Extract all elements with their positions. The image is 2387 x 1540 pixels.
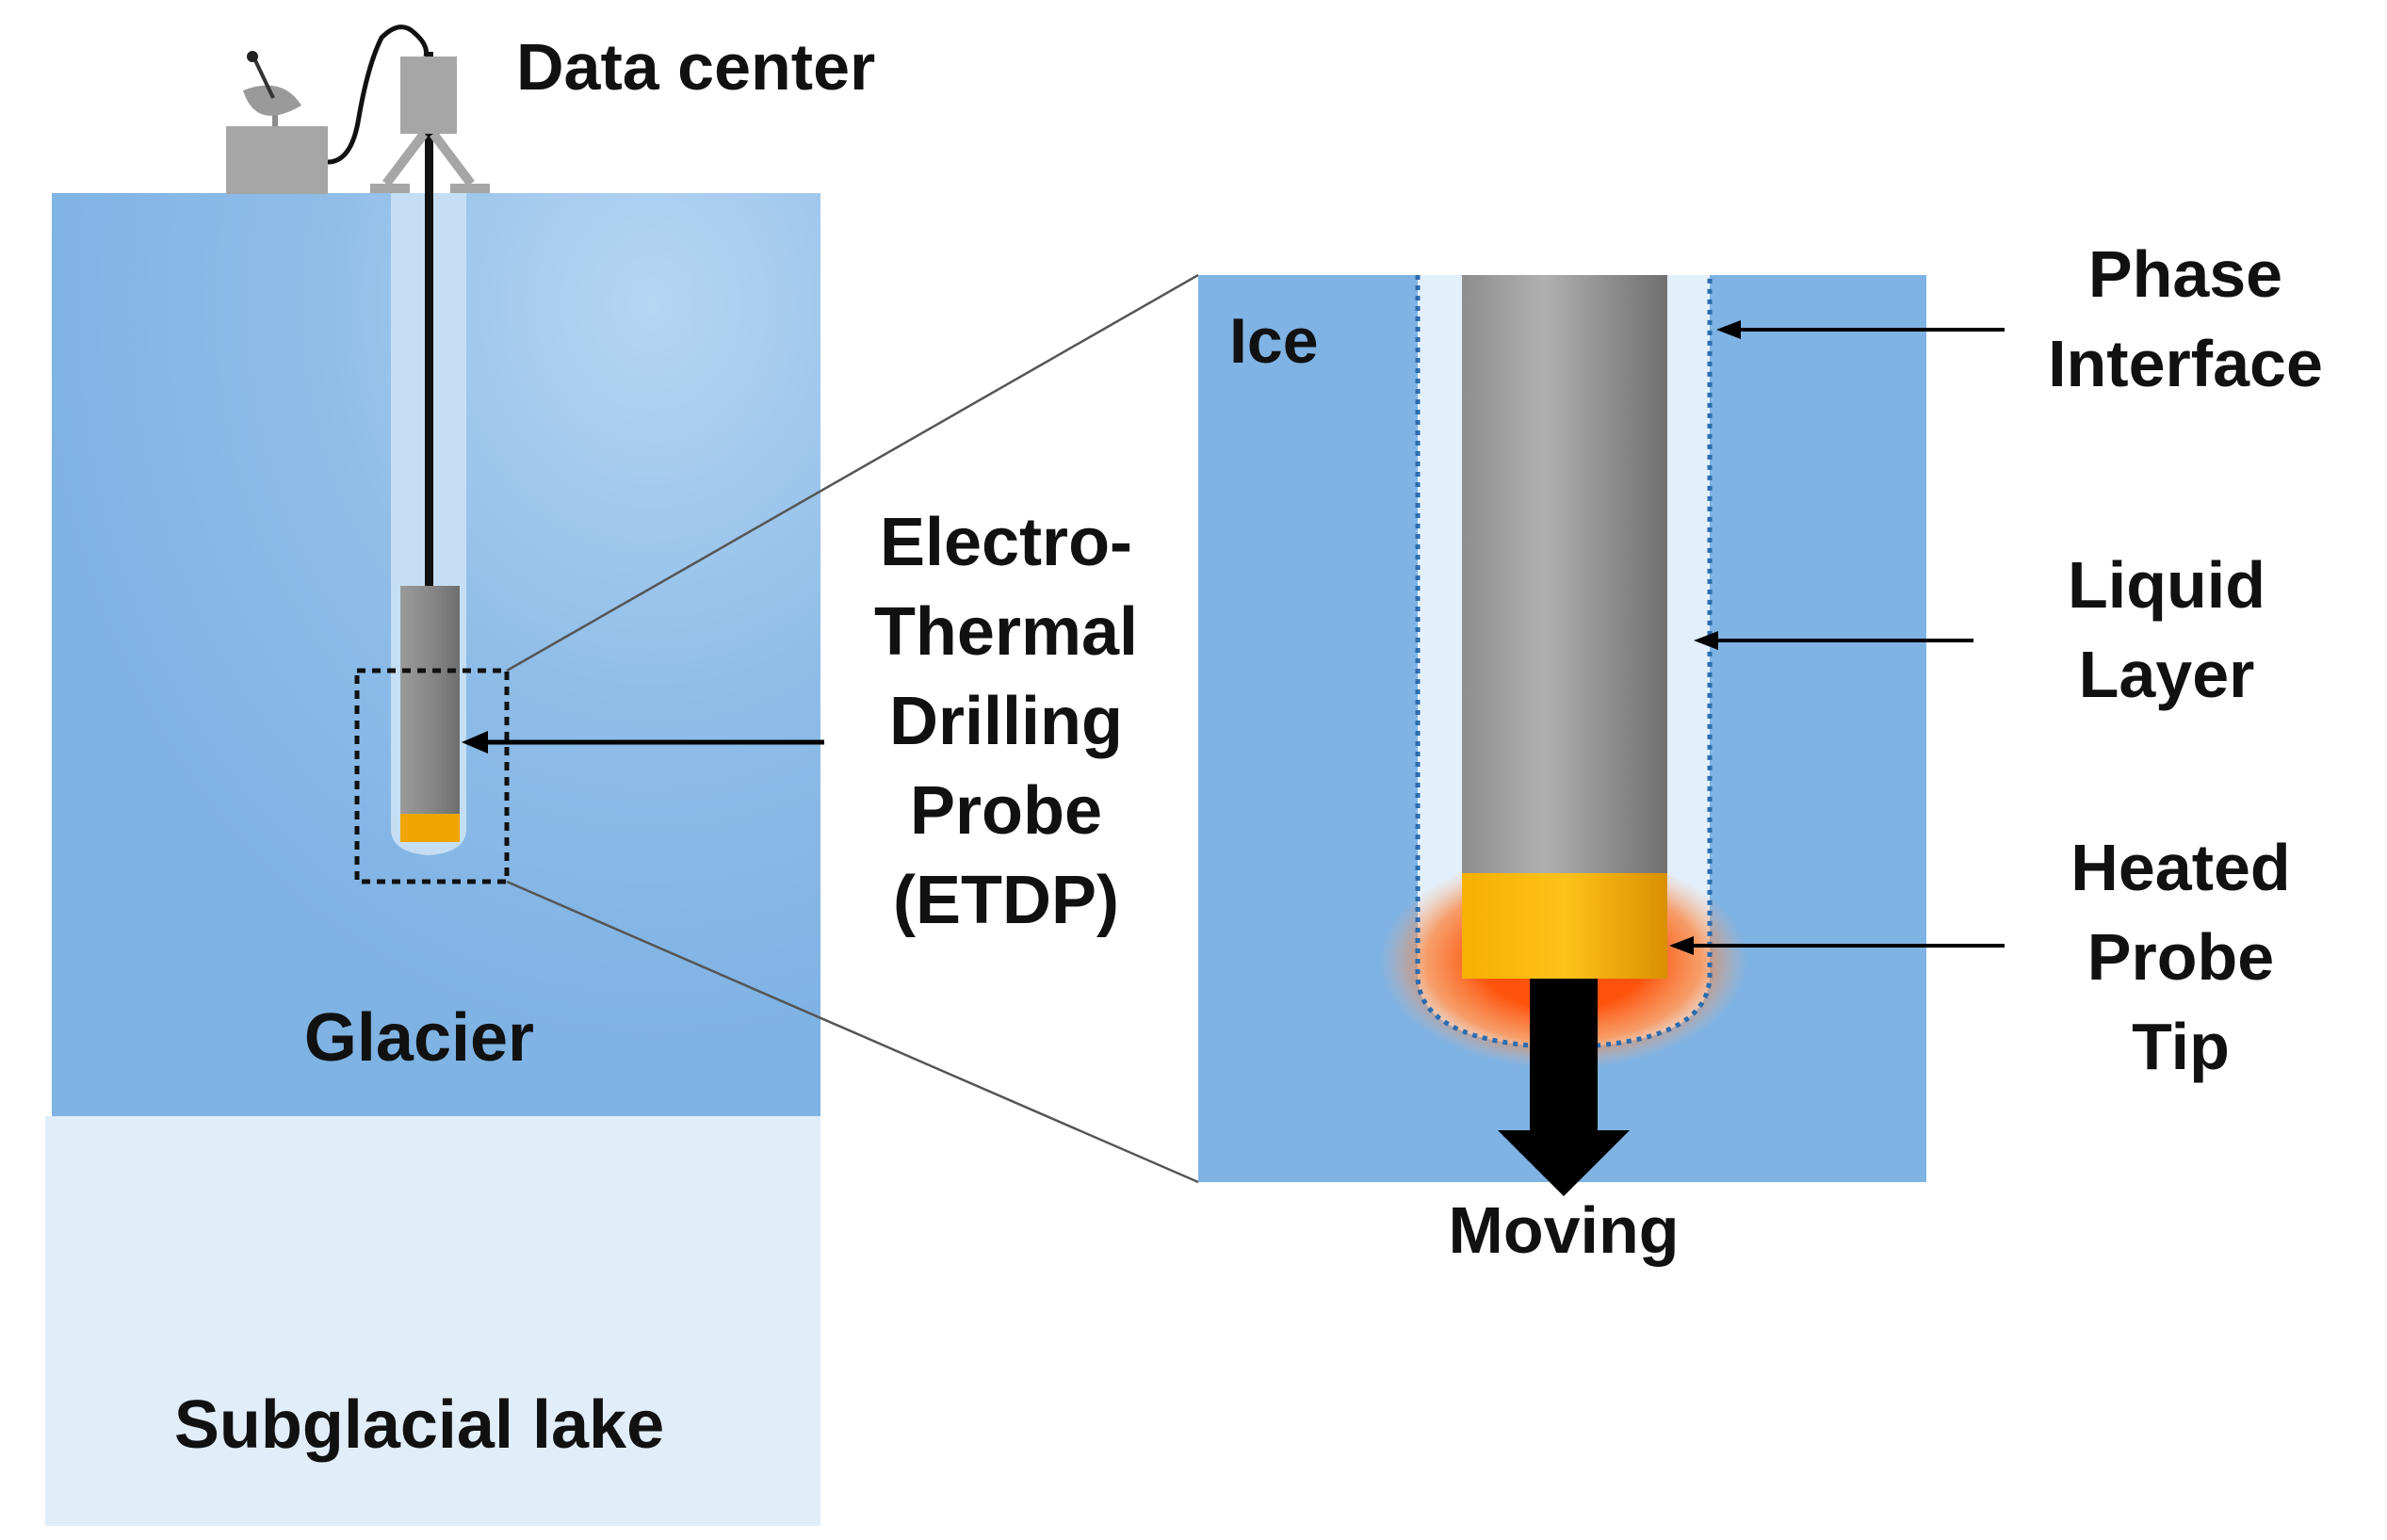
heated-tip-line-2: Probe (2087, 920, 2274, 994)
label-moving: Moving (1449, 1193, 1680, 1267)
subglacial-lake (45, 1116, 820, 1526)
data-cable (327, 24, 429, 165)
label-phase-interface: Phase Interface (2048, 237, 2323, 400)
phase-interface-line-2: Interface (2048, 327, 2323, 400)
liquid-layer-line-2: Layer (2079, 638, 2255, 711)
label-probe-name: Electro- Thermal Drilling Probe (ETDP) (874, 505, 1138, 938)
glacier-section (45, 52, 820, 1526)
probe-name-line-3: Drilling (889, 684, 1123, 759)
label-heated-probe-tip: Heated Probe Tip (2070, 831, 2290, 1083)
probe-name-line-1: Electro- (880, 505, 1132, 580)
small-probe-tip (400, 814, 460, 842)
probe-name-line-2: Thermal (874, 594, 1138, 670)
probe-pointer-arrow (462, 731, 824, 754)
liquid-layer-line-1: Liquid (2068, 548, 2265, 622)
label-liquid-layer: Liquid Layer (2068, 548, 2265, 711)
label-glacier: Glacier (304, 1000, 534, 1076)
zoom-line-bottom (506, 880, 1199, 1184)
probe-name-line-5: (ETDP) (893, 863, 1119, 938)
heated-tip-arrow (1669, 936, 2005, 955)
tripod-winch-icon (370, 57, 490, 193)
moving-arrow (1498, 979, 1630, 1196)
small-probe-body (400, 586, 460, 814)
phase-interface-line-1: Phase (2088, 237, 2282, 311)
detail-section (1198, 275, 1926, 1196)
satellite-dish-icon (226, 51, 328, 194)
label-subglacial-lake: Subglacial lake (174, 1387, 664, 1463)
heated-probe-tip (1462, 873, 1667, 979)
probe-body (1462, 275, 1667, 873)
tether-cable (425, 52, 433, 589)
phase-interface-arrow (1716, 320, 2005, 339)
zoom-line-top (506, 273, 1199, 673)
liquid-layer-arrow (1694, 631, 1973, 650)
heated-tip-line-1: Heated (2070, 831, 2290, 904)
label-data-center: Data center (516, 30, 875, 104)
probe-name-line-4: Probe (910, 773, 1102, 849)
label-ice: Ice (1229, 305, 1319, 377)
heated-tip-line-3: Tip (2132, 1010, 2230, 1083)
